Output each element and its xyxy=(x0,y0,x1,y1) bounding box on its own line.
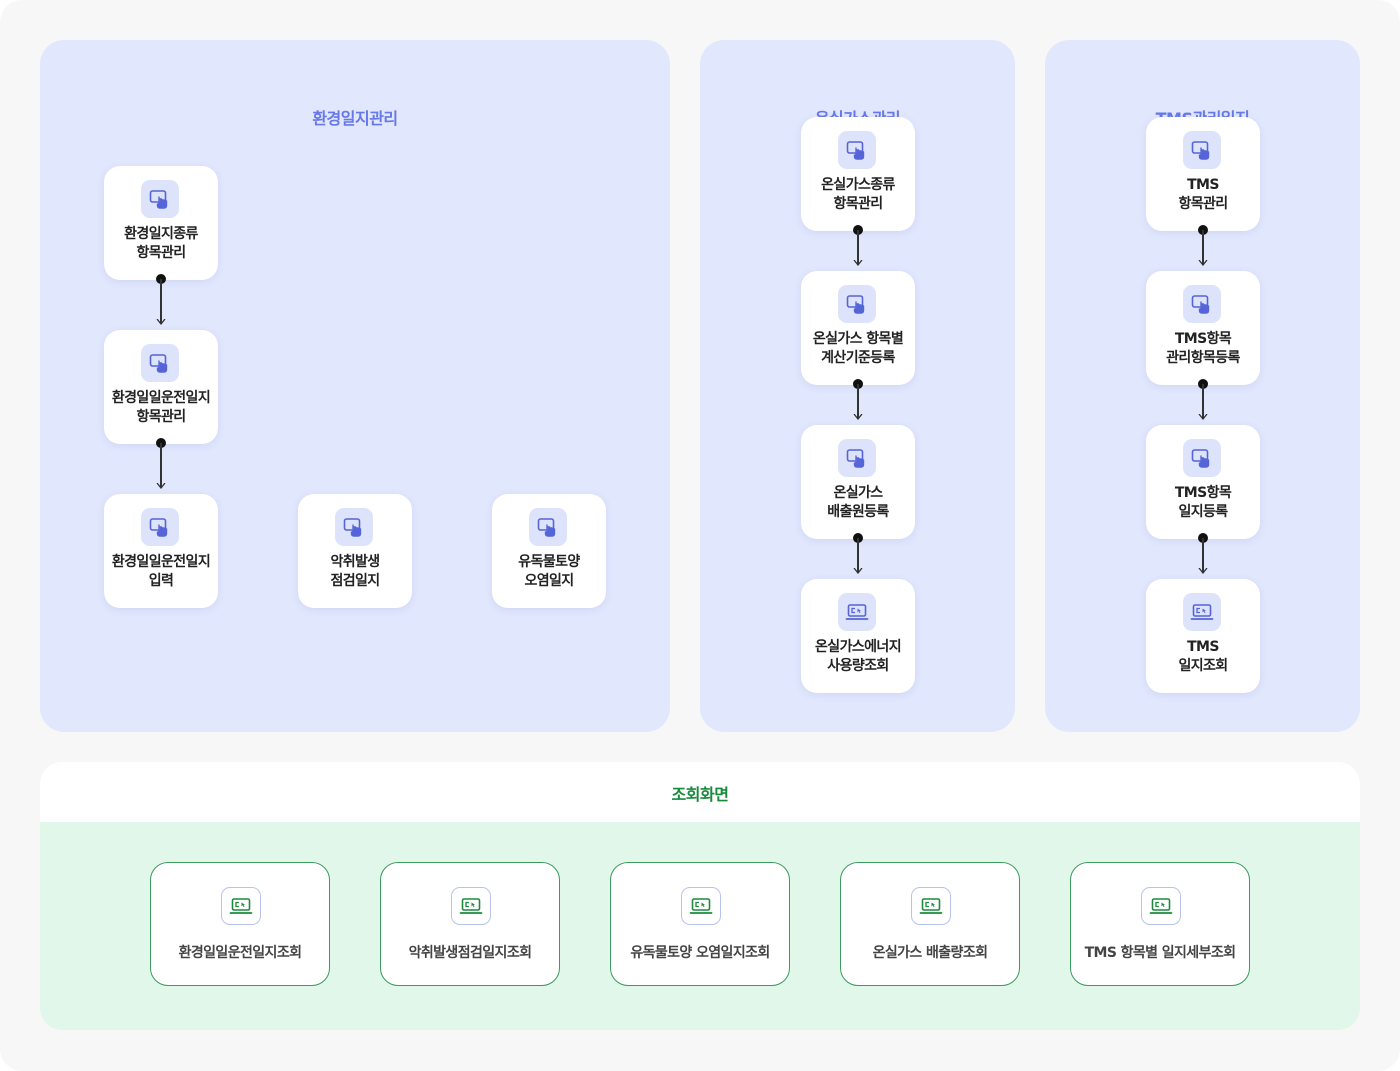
card-toxic-soil-inquiry[interactable]: 유독물토양 오염일지조회 xyxy=(610,862,790,986)
arrowhead-icon xyxy=(853,414,863,420)
flow-arrow xyxy=(851,225,865,267)
card-odor-inquiry[interactable]: 악취발생점검일지조회 xyxy=(380,862,560,986)
card-label: 온실가스 배출량조회 xyxy=(872,945,988,961)
touch-screen-icon xyxy=(1183,439,1221,477)
touch-screen-icon xyxy=(141,180,179,218)
arrowhead-icon xyxy=(853,260,863,266)
card-ghg-emission-inquiry[interactable]: 온실가스 배출량조회 xyxy=(840,862,1020,986)
flow-arrow xyxy=(851,533,865,575)
laptop-icon xyxy=(1141,887,1181,925)
card-tms-detail-inquiry[interactable]: TMS 항목별 일지세부조회 xyxy=(1070,862,1250,986)
flow-arrow xyxy=(1196,379,1210,421)
flow-arrow xyxy=(154,274,168,326)
arrowhead-icon xyxy=(1198,260,1208,266)
panel-inquiry-screens: 조회화면 환경일일운전일지조회 악취발생점검일지조회 유독물토양 오염일지조회 xyxy=(40,762,1360,1030)
laptop-icon xyxy=(911,887,951,925)
touch-screen-icon xyxy=(141,344,179,382)
card-label: 유독물토양 오염일지조회 xyxy=(630,945,770,961)
laptop-icon xyxy=(681,887,721,925)
laptop-icon xyxy=(221,887,261,925)
flow-arrow xyxy=(851,379,865,421)
card-env-daily-inquiry[interactable]: 환경일일운전일지조회 xyxy=(150,862,330,986)
touch-screen-icon xyxy=(838,285,876,323)
card-label: 환경일일운전일지조회 xyxy=(178,945,302,961)
card-label: TMS 항목별 일지세부조회 xyxy=(1084,945,1236,961)
laptop-icon xyxy=(1183,593,1221,631)
panel-title: 환경일지관리 xyxy=(312,109,398,128)
touch-screen-icon xyxy=(838,131,876,169)
flow-arrow xyxy=(1196,533,1210,575)
arrowhead-icon xyxy=(853,568,863,574)
touch-screen-icon xyxy=(529,508,567,546)
flow-arrow xyxy=(154,438,168,490)
touch-screen-icon xyxy=(838,439,876,477)
panel-title: 조회화면 xyxy=(671,785,729,804)
arrowhead-icon xyxy=(1198,414,1208,420)
inquiry-header: 조회화면 xyxy=(40,762,1360,822)
card-label: 악취발생점검일지조회 xyxy=(408,945,532,961)
arrowhead-icon xyxy=(156,483,166,489)
touch-screen-icon xyxy=(1183,131,1221,169)
laptop-icon xyxy=(451,887,491,925)
arrowhead-icon xyxy=(156,319,166,325)
touch-screen-icon xyxy=(335,508,373,546)
flow-arrow xyxy=(1196,225,1210,267)
touch-screen-icon xyxy=(1183,285,1221,323)
arrowhead-icon xyxy=(1198,568,1208,574)
touch-screen-icon xyxy=(141,508,179,546)
laptop-icon xyxy=(838,593,876,631)
